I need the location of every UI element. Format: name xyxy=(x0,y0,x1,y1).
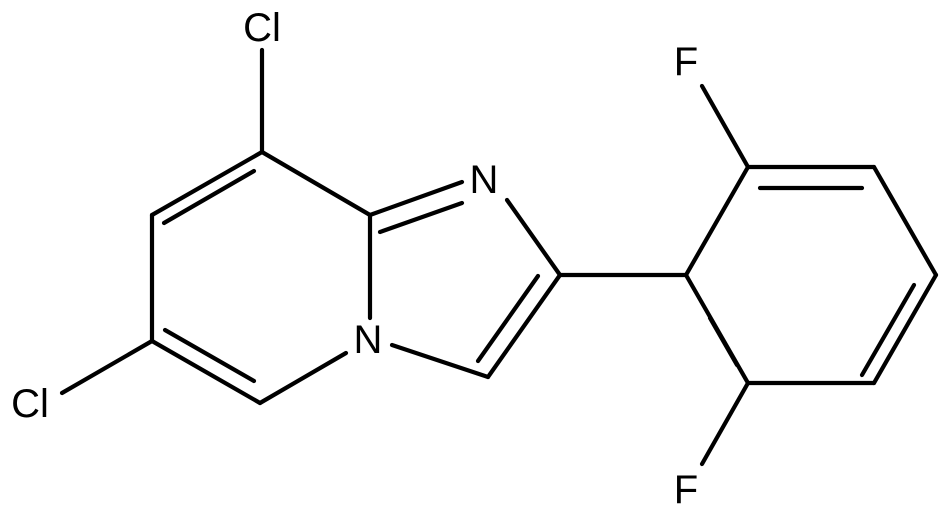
bond-c8a-c8 xyxy=(259,149,373,218)
atom-labels: Cl Cl N N F F xyxy=(11,6,698,512)
bond-c6-cl xyxy=(59,338,155,396)
bond-c8a-n1 xyxy=(367,179,465,218)
bond-c3-n4 xyxy=(389,342,491,380)
atom-f-bottom: F xyxy=(674,468,698,512)
atom-cl-left: Cl xyxy=(11,382,49,426)
bond-ar3-ar4 xyxy=(871,164,939,278)
pyridine-ring xyxy=(149,149,373,406)
atom-cl-top: Cl xyxy=(243,6,281,50)
bond-ar4-ar5 xyxy=(871,272,939,386)
atom-f-top: F xyxy=(674,40,698,84)
bond-c6-c5 xyxy=(149,338,263,406)
imidazole-ring xyxy=(367,179,563,380)
bond-c8-c7-inner xyxy=(161,168,257,226)
bond-c8a-n1-inner xyxy=(377,200,465,235)
bond-ar4-ar5-inner xyxy=(859,282,917,378)
bond-ar6-f xyxy=(699,380,751,467)
bond-c2-c3 xyxy=(485,272,563,380)
bond-ar1-ar2 xyxy=(683,164,751,278)
substituent-bonds xyxy=(59,47,689,396)
bond-c8-c7 xyxy=(149,149,265,218)
bond-ar6-ar1-inner xyxy=(707,315,740,368)
bond-n1-c2 xyxy=(504,197,563,278)
atom-n-imine: N xyxy=(470,158,499,202)
bond-c2-c3-inner xyxy=(475,273,541,364)
bond-c6-c5-inner xyxy=(162,327,257,384)
atom-n-bridge: N xyxy=(354,318,383,362)
bond-ar2-f xyxy=(699,83,751,170)
difluorophenyl-ring xyxy=(683,83,939,467)
bond-c5-n4 xyxy=(257,350,349,406)
